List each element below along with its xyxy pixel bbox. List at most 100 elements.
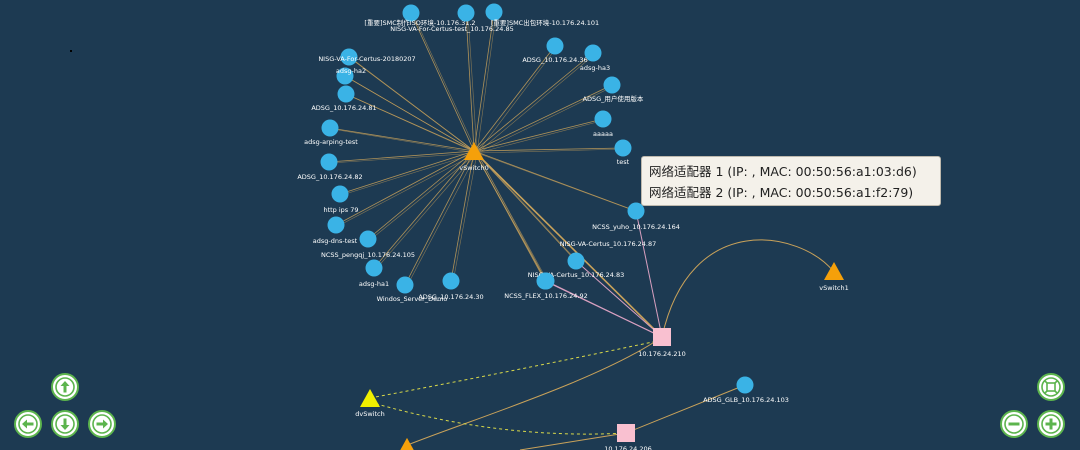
vm-link	[476, 85, 615, 154]
vm-node[interactable]	[627, 202, 645, 220]
vm-link	[476, 152, 639, 213]
vm-link	[335, 150, 475, 226]
arrow-left-icon	[18, 414, 38, 434]
fit-screen-icon	[1041, 377, 1061, 397]
vm-node[interactable]	[457, 4, 475, 22]
vm-node[interactable]	[396, 276, 414, 294]
vm-node[interactable]	[337, 85, 355, 103]
host-link	[519, 432, 627, 450]
vm-link	[473, 150, 577, 262]
stray-dot	[70, 50, 72, 52]
dvswitch-node[interactable]	[360, 389, 380, 407]
host-link	[625, 384, 746, 434]
pan-right-button[interactable]	[88, 410, 116, 438]
arrow-up-icon	[55, 377, 75, 397]
vm-node[interactable]	[736, 376, 754, 394]
tooltip-adapter-1: 网络适配器 1 (IP: , MAC: 00:50:56:a1:03:d6)	[649, 164, 917, 179]
vm-node[interactable]	[546, 37, 564, 55]
vm-node[interactable]	[485, 3, 503, 21]
vm-label: ADSG_用户使用版本	[583, 94, 644, 103]
vm-node[interactable]	[584, 44, 602, 62]
vm-link	[473, 147, 624, 152]
vm-link	[473, 118, 604, 152]
uplink-link	[473, 150, 663, 338]
vm-label: ADSG_10.176.24.81	[311, 104, 376, 112]
fit-screen-button[interactable]	[1037, 373, 1065, 401]
tooltip-adapter-2: 网络适配器 2 (IP: , MAC: 00:50:56:a1:f2:79)	[649, 185, 914, 200]
vm-label: [重要]SMC出包环境-10.176.24.101	[491, 18, 599, 27]
vm-node[interactable]	[537, 272, 555, 290]
vm-node[interactable]	[402, 4, 420, 22]
vm-link	[367, 150, 475, 240]
vm-link	[339, 150, 475, 195]
vswitch0-node[interactable]	[464, 142, 484, 160]
vm-node[interactable]	[320, 153, 338, 171]
vm-label: adsg-ha3	[580, 64, 610, 72]
vswitch1-node[interactable]	[824, 262, 844, 280]
host-vm-link	[545, 280, 663, 338]
vm-label: ADSG_10.176.24.82	[297, 173, 362, 181]
vm-link	[346, 76, 478, 154]
vm-link	[406, 152, 478, 287]
vm-node[interactable]	[594, 110, 612, 128]
vm-link	[331, 128, 478, 154]
vm-link	[410, 12, 475, 152]
vm-label: NISG-VA-Certus_10.176.24.87	[560, 240, 657, 248]
vm-link	[375, 152, 478, 270]
pan-up-button[interactable]	[51, 373, 79, 401]
vm-link	[341, 152, 478, 196]
pan-down-button[interactable]	[51, 410, 79, 438]
vm-label: [重要]SMC制作ISO环境-10.176.31.2	[364, 18, 475, 27]
vm-node[interactable]	[614, 139, 632, 157]
vm-node[interactable]	[336, 67, 354, 85]
vm-link	[328, 150, 475, 163]
pan-left-button[interactable]	[14, 410, 42, 438]
vm-node[interactable]	[442, 272, 460, 290]
links-layer	[328, 11, 835, 450]
host-node[interactable]	[653, 328, 671, 346]
vm-node[interactable]	[321, 119, 339, 137]
host-node[interactable]	[617, 424, 635, 442]
vm-link	[476, 152, 549, 283]
vm-node[interactable]	[365, 259, 383, 277]
vm-label: adsg-arping-test	[304, 138, 358, 146]
host-vm-link	[635, 210, 663, 338]
vm-link	[473, 150, 547, 282]
vswitch-node-partial[interactable]	[398, 437, 416, 450]
vm-link	[337, 152, 478, 227]
host-vm-link	[575, 260, 663, 338]
vm-link	[476, 46, 558, 154]
vm-link	[350, 57, 478, 154]
vm-label: NCSS_FLEX_10.176.24.92	[504, 292, 588, 300]
zoom-in-button[interactable]	[1037, 410, 1065, 438]
vm-label: NISG-VA-Certus_10.176.24.83	[528, 271, 625, 279]
vm-link	[473, 150, 637, 212]
vm-node[interactable]	[359, 230, 377, 248]
vm-label: NCSS_yuho_10.176.24.164	[592, 223, 680, 231]
vm-node[interactable]	[603, 76, 621, 94]
vm-link	[465, 12, 475, 152]
vm-node[interactable]	[340, 48, 358, 66]
vm-link	[369, 152, 478, 241]
vm-node[interactable]	[327, 216, 345, 234]
dvswitch-link	[369, 401, 627, 435]
zoom-out-button[interactable]	[1000, 410, 1028, 438]
vm-label: NISG-VA-For-Certus-20180207	[318, 55, 415, 63]
node-label: 10.176.24.210	[638, 350, 686, 358]
vm-label: ADSG_10.176.24.36	[522, 56, 587, 64]
zoom-out-icon	[1004, 414, 1024, 434]
vm-label: adsg-ha1	[359, 280, 389, 288]
vm-link	[329, 127, 475, 152]
vm-node[interactable]	[331, 185, 349, 203]
nodes-layer: [重要]SMC制作ISO环境-10.176.31.2NISG-VA-For-Ce…	[297, 3, 849, 450]
vm-link	[473, 11, 495, 152]
vm-link	[473, 52, 594, 152]
arrow-down-icon	[55, 414, 75, 434]
vm-node[interactable]	[567, 252, 585, 270]
vm-label: Windos_Server_Demo	[377, 295, 448, 303]
vm-link	[476, 119, 606, 154]
vm-label: adsg-dns-test	[313, 237, 358, 245]
vm-link	[330, 152, 478, 164]
vm-label: http ips 79	[323, 206, 358, 214]
